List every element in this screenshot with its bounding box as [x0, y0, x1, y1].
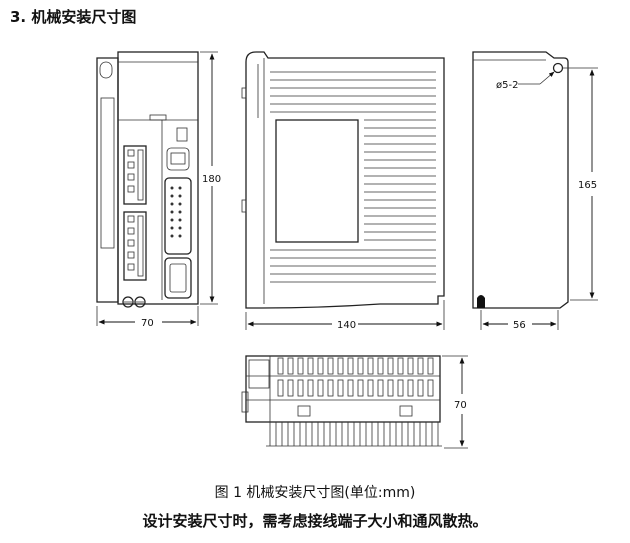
bottom-view: 70 [241, 355, 468, 449]
dim-back-height: 165 [578, 180, 597, 191]
section-heading: 3. 机械安装尺寸图 [10, 8, 137, 26]
terminal-block-upper [127, 149, 144, 201]
back-view: ø5-2 165 56 [472, 51, 598, 331]
dim-front-height: 180 [202, 174, 221, 185]
dim-back-width: 56 [513, 320, 526, 331]
bottom-vent-slots [277, 357, 434, 397]
installation-note: 设计安装尺寸时，需考虑接线端子大小和通风散热。 [142, 512, 488, 530]
terminal-block-lower [127, 215, 144, 277]
db-connector-pins [170, 186, 182, 238]
dim-bottom-height: 70 [454, 400, 467, 411]
dim-side-width: 140 [337, 320, 356, 331]
side-view: 140 [241, 51, 445, 331]
side-vent-lines [270, 71, 436, 283]
front-view: 180 70 [96, 51, 221, 329]
hole-callout: ø5-2 [496, 80, 518, 91]
figure-caption: 图 1 机械安装尺寸图(单位:mm) [214, 485, 416, 501]
dim-front-width: 70 [141, 318, 154, 329]
heatsink-fins [266, 422, 442, 447]
